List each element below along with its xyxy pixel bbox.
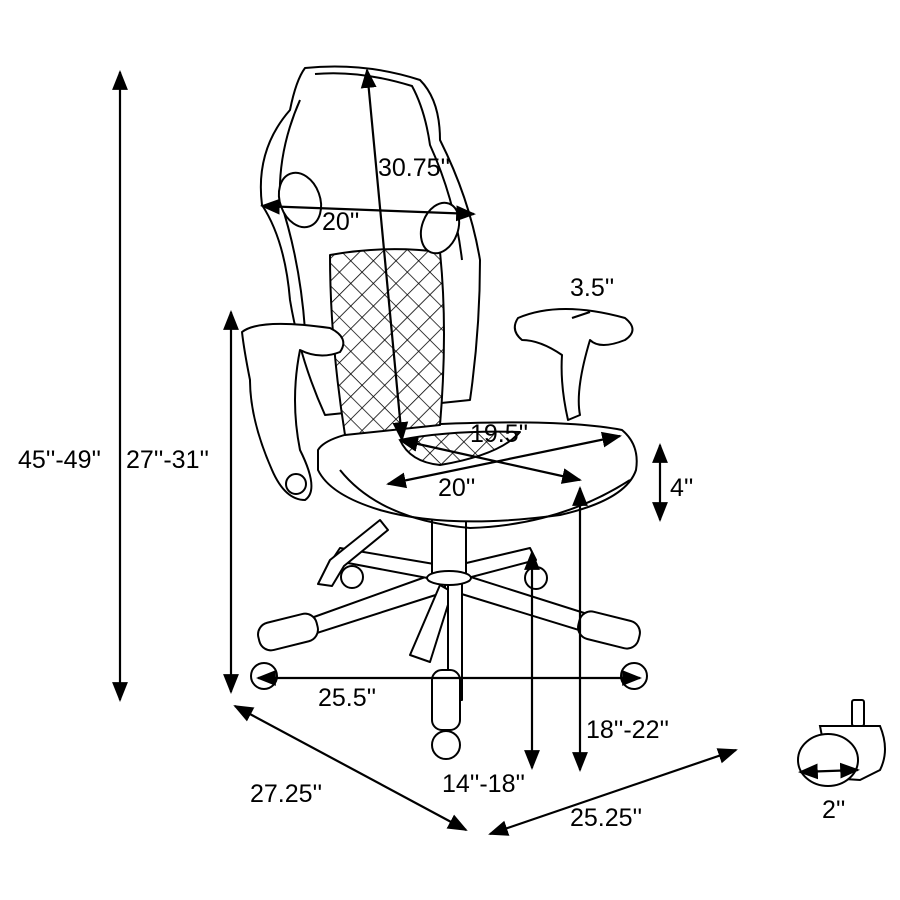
dimension-lines — [112, 68, 860, 836]
overall-width-label: 25.25'' — [570, 804, 643, 832]
seat-width-label: 20'' — [438, 474, 476, 502]
total-height-label: 45''-49'' — [18, 446, 102, 474]
armrest-right — [513, 308, 634, 421]
underside-height-label: 14''-18'' — [442, 770, 526, 798]
overall-depth-label: 27.25'' — [250, 780, 323, 808]
caster-detail — [797, 699, 886, 787]
base-diameter-label: 25.5'' — [318, 684, 377, 712]
arm-height-label: 27''-31'' — [126, 446, 210, 474]
armrest-left — [241, 322, 345, 501]
back-width-label: 20'' — [322, 208, 360, 236]
arm-width-label: 3.5'' — [570, 274, 615, 302]
caster-width-label: 2'' — [822, 796, 846, 824]
seat-depth-label: 19.5'' — [470, 420, 529, 448]
seat-thickness-label: 4'' — [670, 474, 694, 502]
back-height-label: 30.75'' — [378, 154, 451, 182]
seat-floor-height-label: 18''-22'' — [586, 716, 670, 744]
